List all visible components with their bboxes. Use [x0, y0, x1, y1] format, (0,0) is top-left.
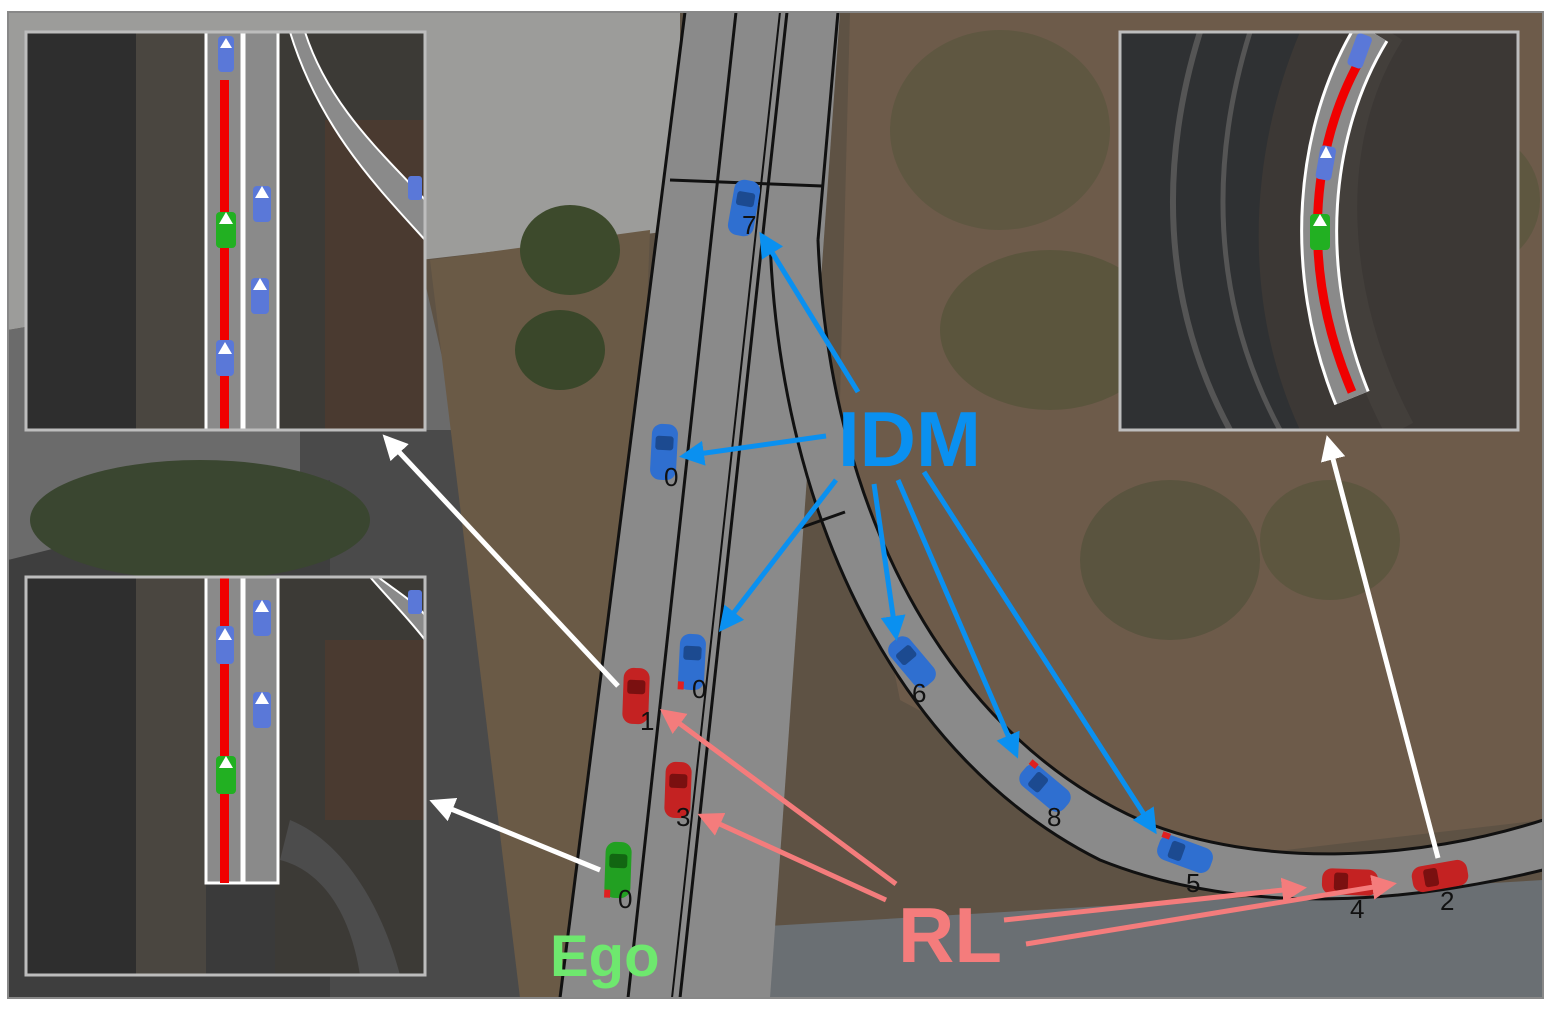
inset-pointer-arrows — [382, 434, 1441, 873]
inset-top-right — [1118, 30, 1520, 432]
car-label-3: 3 — [676, 802, 690, 832]
label-ego: Ego — [550, 924, 660, 989]
car-label-2: 2 — [1440, 886, 1454, 916]
vehicles: 7 0 0 6 8 5 — [604, 179, 1469, 924]
car-label-0b: 0 — [692, 674, 706, 704]
car-idm-0a — [650, 423, 678, 481]
car-label-8: 8 — [1047, 802, 1061, 832]
main-frame — [7, 11, 1544, 999]
car-label-ego: 0 — [618, 884, 632, 914]
car-rl-2 — [1411, 859, 1469, 893]
car-rl-1 — [622, 667, 650, 725]
car-idm-0b — [677, 633, 706, 691]
car-label-5: 5 — [1186, 868, 1200, 898]
rl-arrows — [659, 709, 1397, 947]
car-label-0a: 0 — [664, 462, 678, 492]
car-label-7: 7 — [742, 210, 756, 240]
car-rl-3 — [664, 761, 692, 819]
car-idm-5 — [1157, 831, 1213, 873]
inset-bottom-left — [24, 575, 427, 977]
car-label-1: 1 — [640, 706, 654, 736]
label-idm: IDM — [838, 395, 981, 483]
inset-top-left — [24, 30, 427, 432]
car-label-6: 6 — [912, 678, 926, 708]
idm-arrows — [679, 231, 1157, 835]
label-rl: RL — [898, 891, 1002, 979]
car-idm-7 — [727, 179, 761, 237]
arrow-to-inset-bottom-left — [429, 798, 601, 873]
car-ego — [604, 841, 632, 899]
car-idm-6 — [888, 636, 936, 688]
car-idm-8 — [1019, 759, 1071, 812]
car-label-4: 4 — [1350, 894, 1364, 924]
arrow-to-inset-top-left — [382, 434, 620, 688]
arrow-to-inset-top-right — [1321, 435, 1441, 859]
